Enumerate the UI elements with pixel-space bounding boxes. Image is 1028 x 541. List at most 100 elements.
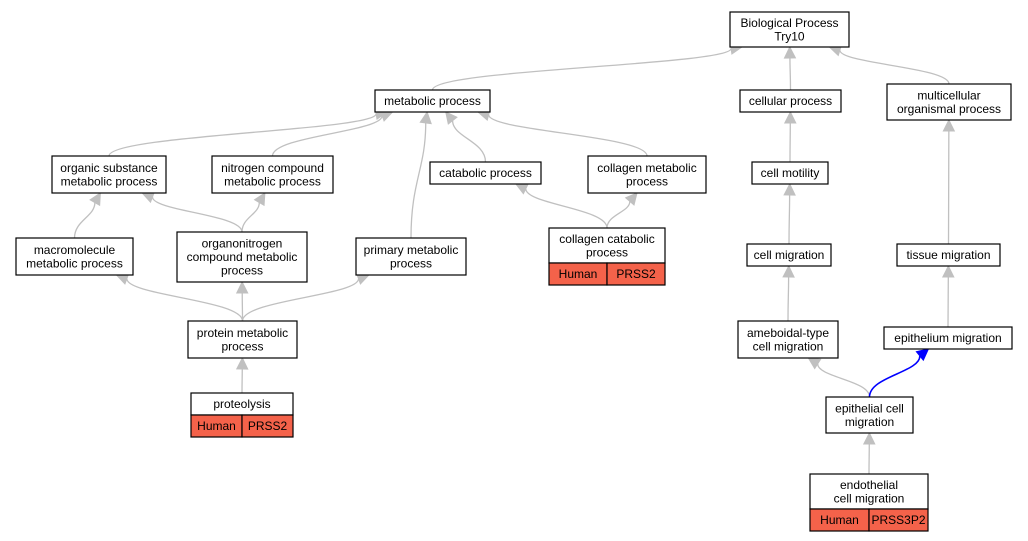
node-label-line: cell migration: [834, 491, 905, 505]
node-label-line: process: [221, 264, 263, 278]
node-label-line: organismal process: [897, 102, 1001, 116]
edge-protein-metabolic-process-to-organonitrogen-compound-metabolic-process: [235, 280, 249, 322]
edge-metabolic-process-to-bp-root: [431, 42, 744, 91]
edge-cell-motility-to-cellular-process: [783, 110, 797, 163]
gene-cell: [606, 262, 666, 286]
node-cellular-process[interactable]: cellular process: [739, 89, 842, 113]
node-label-line: multicellular: [917, 88, 980, 102]
node-box: [51, 155, 167, 194]
edge-epithelial-cell-migration-to-ameboidal-type-cell-migration: [807, 357, 871, 398]
node-cell-motility[interactable]: cell motility: [751, 161, 829, 185]
node-label-line: metabolic process: [224, 174, 321, 188]
edge-collagen-metabolic-process-to-metabolic-process: [476, 108, 648, 157]
node-label-line: macromolecule: [34, 243, 116, 257]
node-label-line: metabolic process: [384, 94, 481, 108]
gene-label[interactable]: PRSS3P2: [871, 513, 925, 527]
node-tissue-migration[interactable]: tissue migration: [896, 243, 1001, 267]
node-label-line: process: [626, 174, 668, 188]
node-box: [883, 326, 1013, 350]
node-cell-migration[interactable]: cell migration: [746, 243, 832, 267]
node-catabolic-process[interactable]: catabolic process: [429, 161, 542, 185]
node-label-line: proteolysis: [213, 397, 270, 411]
node-label-line: process: [390, 256, 432, 270]
gene-cell: [868, 508, 929, 532]
gene-label[interactable]: PRSS2: [616, 267, 656, 281]
node-box: [751, 161, 829, 185]
edge-epithelium-migration-to-tissue-migration: [941, 264, 955, 328]
node-box: [15, 237, 134, 276]
edge-catabolic-process-to-metabolic-process: [445, 111, 487, 163]
edge-endothelial-cell-migration-to-epithelial-cell-migration: [862, 431, 876, 475]
node-label-line: cell motility: [761, 166, 820, 180]
gene-label[interactable]: PRSS2: [248, 419, 288, 433]
node-label-line: epithelial cell: [835, 401, 904, 415]
node-label-line: migration: [845, 415, 894, 429]
node-label-line: cellular process: [749, 94, 832, 108]
node-label-line: cell migration: [754, 248, 825, 262]
node-label-line: process: [586, 245, 628, 259]
node-label-line: cell migration: [753, 339, 824, 353]
species-label: Human: [559, 267, 598, 281]
node-box: [737, 320, 839, 359]
edge-macromolecule-metabolic-process-to-organic-substance-metabolic-process: [73, 192, 101, 239]
edges-layer: [73, 42, 956, 475]
edge-proteolysis-to-protein-metabolic-process: [235, 356, 249, 394]
node-box: [355, 237, 467, 276]
node-box: [896, 243, 1001, 267]
node-label-line: Biological Process: [740, 16, 838, 30]
node-metabolic-process[interactable]: metabolic process: [374, 89, 491, 113]
node-box: [587, 155, 707, 194]
edge-epithelial-cell-migration-to-epithelium-migration: [868, 348, 930, 398]
node-box: [746, 243, 832, 267]
node-label-line: metabolic process: [61, 174, 158, 188]
node-label-line: ameboidal-type: [747, 326, 829, 340]
node-box: [548, 227, 666, 264]
node-label-line: endothelial: [840, 478, 898, 492]
edge-primary-metabolic-process-to-metabolic-process: [410, 110, 432, 239]
edge-collagen-catabolic-process-to-collagen-metabolic-process: [606, 192, 638, 229]
edge-ameboidal-type-cell-migration-to-cell-migration: [782, 264, 795, 322]
node-epithelium-migration[interactable]: epithelium migration: [883, 326, 1013, 350]
edge-cell-migration-to-cell-motility: [783, 182, 796, 245]
node-box: [825, 396, 914, 434]
node-box: [374, 89, 491, 113]
edge-protein-metabolic-process-to-primary-metabolic-process: [241, 273, 370, 322]
edge-organonitrogen-compound-metabolic-process-to-organic-substance-metabolic-process: [141, 191, 243, 233]
node-label-line: Try10: [774, 29, 805, 43]
node-label-line: organonitrogen: [202, 237, 283, 251]
node-label-line: nitrogen compound: [221, 161, 324, 175]
node-label-line: collagen catabolic: [559, 232, 654, 246]
edge-organonitrogen-compound-metabolic-process-to-nitrogen-compound-metabolic-process: [241, 192, 266, 233]
edge-organic-substance-metabolic-process-to-metabolic-process: [108, 107, 389, 157]
node-box: [176, 231, 308, 283]
edge-nitrogen-compound-metabolic-process-to-metabolic-process: [271, 110, 394, 157]
species-label: Human: [197, 419, 236, 433]
node-label-line: collagen metabolic: [597, 161, 696, 175]
node-label-line: metabolic process: [26, 256, 123, 270]
gene-cell: [241, 414, 294, 438]
node-box: [211, 155, 334, 194]
node-box: [739, 89, 842, 113]
node-label-line: protein metabolic: [197, 326, 288, 340]
edge-tissue-migration-to-multicellular-organismal-process: [942, 118, 956, 245]
edge-cellular-process-to-bp-root: [783, 45, 797, 91]
node-label-line: tissue migration: [906, 248, 990, 262]
species-label: Human: [820, 513, 859, 527]
node-label-line: primary metabolic: [364, 243, 459, 257]
